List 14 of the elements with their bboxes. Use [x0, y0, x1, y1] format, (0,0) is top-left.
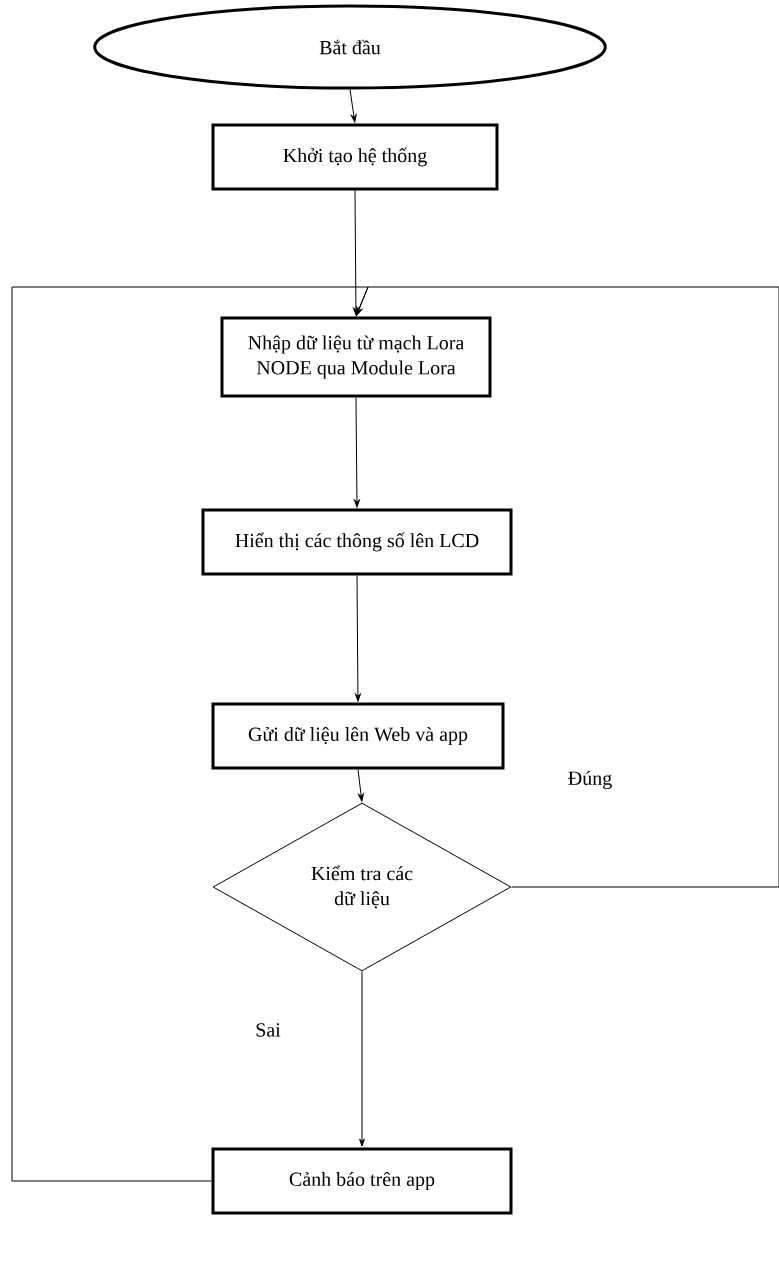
process-box: Gửi dữ liệu lên Web và app [211, 702, 505, 770]
process-box: Hiển thị các thông số lên LCD [201, 508, 513, 576]
arrow [359, 971, 365, 1147]
process-box: Nhập dữ liệu từ mạch Lora NODE qua Module Lora [220, 316, 492, 398]
process-box: Cảnh báo trên app [211, 1147, 513, 1215]
arrow [353, 190, 359, 316]
arrow [354, 397, 360, 508]
arrow [357, 769, 364, 802]
arrow [355, 575, 361, 702]
process-box: Khởi tạo hệ thống [211, 123, 499, 191]
edge-label: Đúng [565, 768, 615, 792]
arrow [11, 286, 369, 1182]
edge-label: Sai [253, 1021, 283, 1039]
arrow [349, 89, 357, 123]
